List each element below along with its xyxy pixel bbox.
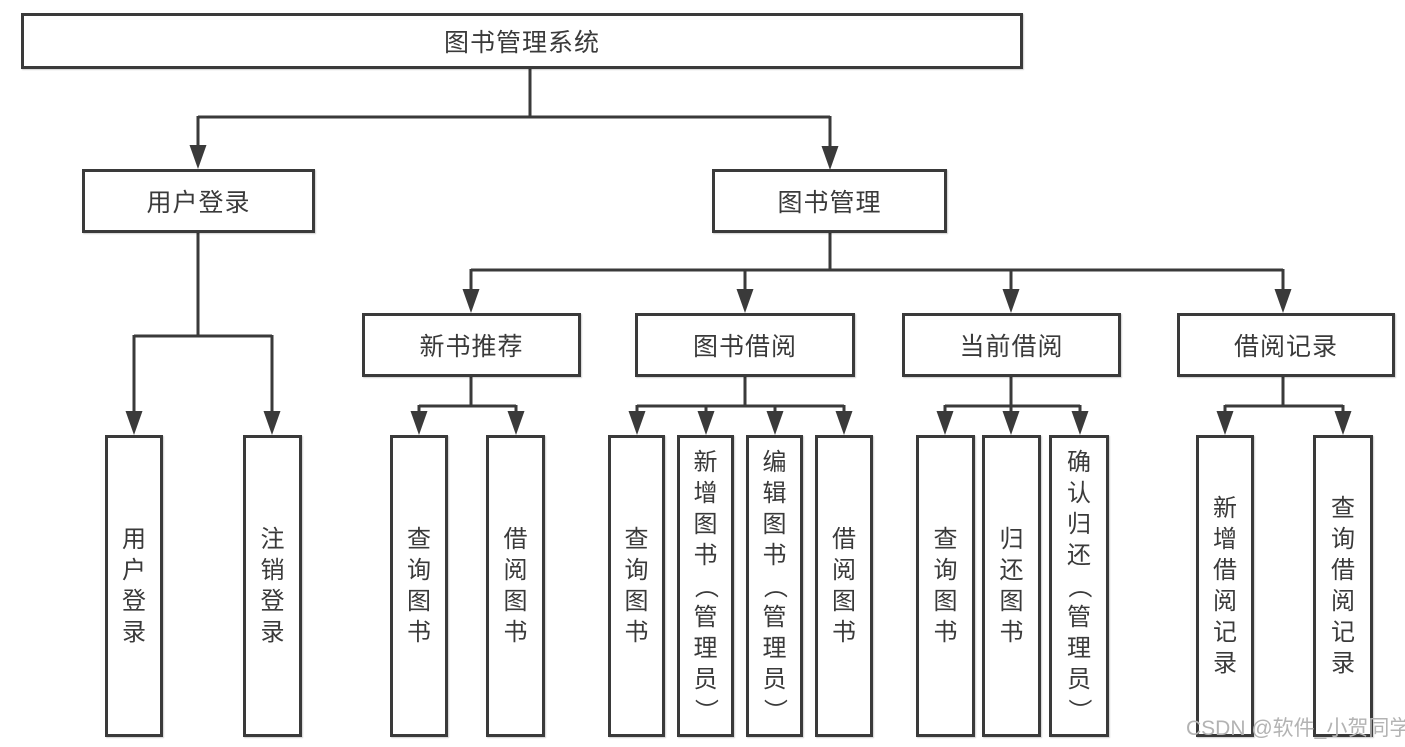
node-leaf-add-borrow-record: 新增借阅记录	[1196, 435, 1254, 737]
node-book-management: 图书管理	[712, 169, 947, 233]
node-leaf-return-book: 归还图书	[982, 435, 1041, 737]
node-leaf-logout: 注销登录	[243, 435, 302, 737]
node-borrowing-records: 借阅记录	[1177, 313, 1395, 377]
node-book-borrowing: 图书借阅	[635, 313, 855, 377]
node-leaf-borrow-book-recommend: 借阅图书	[486, 435, 545, 737]
node-root-system: 图书管理系统	[21, 13, 1023, 69]
node-current-borrowing: 当前借阅	[902, 313, 1121, 377]
node-leaf-add-book-admin: 新增图书（管理员）	[677, 435, 734, 737]
node-leaf-borrow-book-borrowing: 借阅图书	[815, 435, 873, 737]
node-leaf-confirm-return-admin: 确认归还（管理员）	[1049, 435, 1109, 737]
node-new-book-recommend: 新书推荐	[362, 313, 581, 377]
node-leaf-query-borrow-record: 查询借阅记录	[1313, 435, 1373, 737]
csdn-watermark: CSDN @软件_小贺同学	[1186, 717, 1405, 740]
node-leaf-query-book-recommend: 查询图书	[390, 435, 448, 737]
node-leaf-edit-book-admin: 编辑图书（管理员）	[746, 435, 803, 737]
node-leaf-user-login: 用户登录	[105, 435, 163, 737]
node-leaf-query-book-current: 查询图书	[916, 435, 975, 737]
node-leaf-query-book-borrowing: 查询图书	[608, 435, 665, 737]
node-user-login: 用户登录	[82, 169, 315, 233]
